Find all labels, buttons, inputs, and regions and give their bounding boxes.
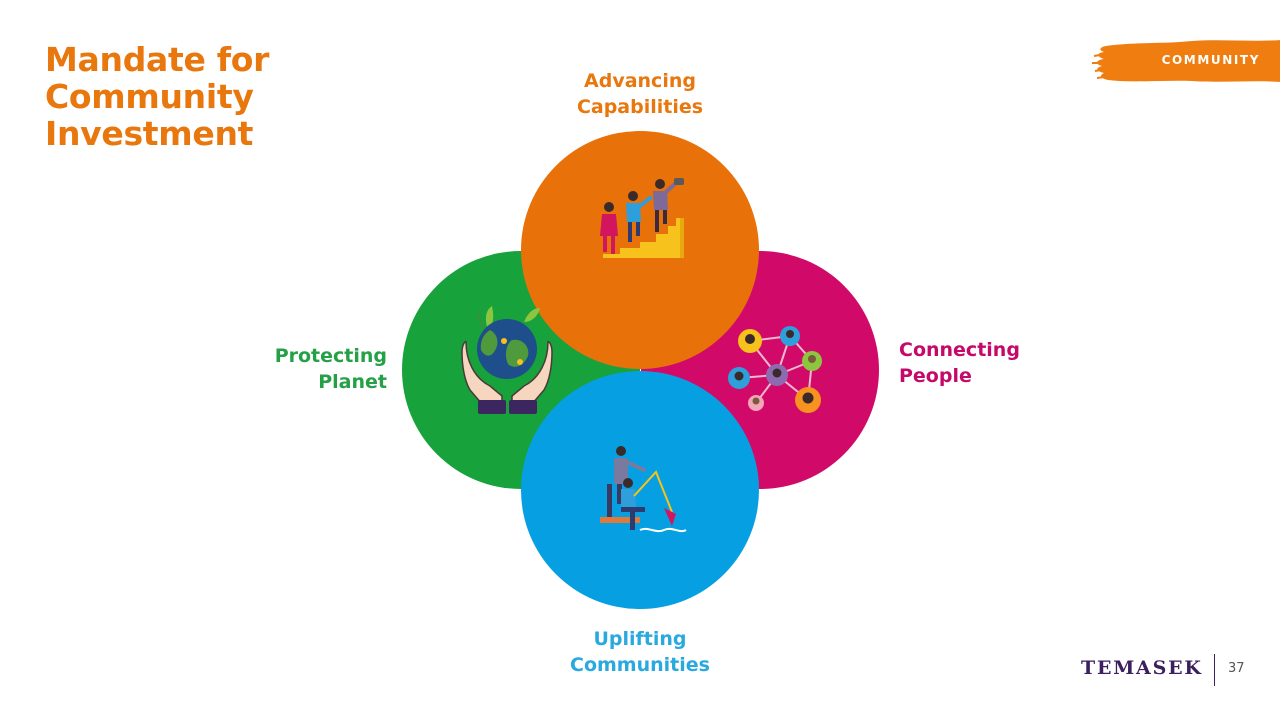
hands-holding-globe-icon bbox=[461, 306, 553, 414]
teaching-fishing-icon bbox=[600, 446, 687, 533]
pillar-label-line: Uplifting bbox=[593, 628, 687, 650]
page-number: 37 bbox=[1228, 661, 1245, 676]
pillar-label-uplifting-communities: Uplifting Communities bbox=[540, 626, 740, 678]
pillar-label-line: Capabilities bbox=[576, 96, 704, 118]
pillar-label-protecting-planet: Protecting Planet bbox=[237, 343, 387, 395]
page-title: Mandate for Community Investment bbox=[45, 41, 325, 152]
pillar-label-advancing-capabilities: Advancing Capabilities bbox=[540, 68, 740, 120]
section-tag-label: COMMUNITY bbox=[1161, 53, 1260, 67]
pillar-label-line: Communities bbox=[570, 654, 710, 676]
temasek-logo: TEMASEK bbox=[1081, 657, 1203, 679]
brush-stroke-background bbox=[1092, 40, 1280, 82]
section-tag: COMMUNITY bbox=[1092, 36, 1280, 86]
footer-divider bbox=[1214, 654, 1215, 686]
pillar-label-line: Protecting bbox=[274, 345, 387, 367]
pillar-label-line: Connecting bbox=[899, 339, 1020, 361]
pillar-label-line: People bbox=[899, 365, 972, 387]
pillar-label-line: Planet bbox=[318, 371, 387, 393]
title-line: Community bbox=[45, 77, 254, 116]
pillar-label-connecting-people: Connecting People bbox=[899, 337, 1020, 389]
title-line: Mandate for bbox=[45, 40, 270, 79]
people-climbing-stairs-icon bbox=[600, 178, 684, 258]
title-line: Investment bbox=[45, 114, 254, 153]
pillar-label-line: Advancing bbox=[584, 70, 696, 92]
people-network-icon bbox=[728, 326, 822, 413]
